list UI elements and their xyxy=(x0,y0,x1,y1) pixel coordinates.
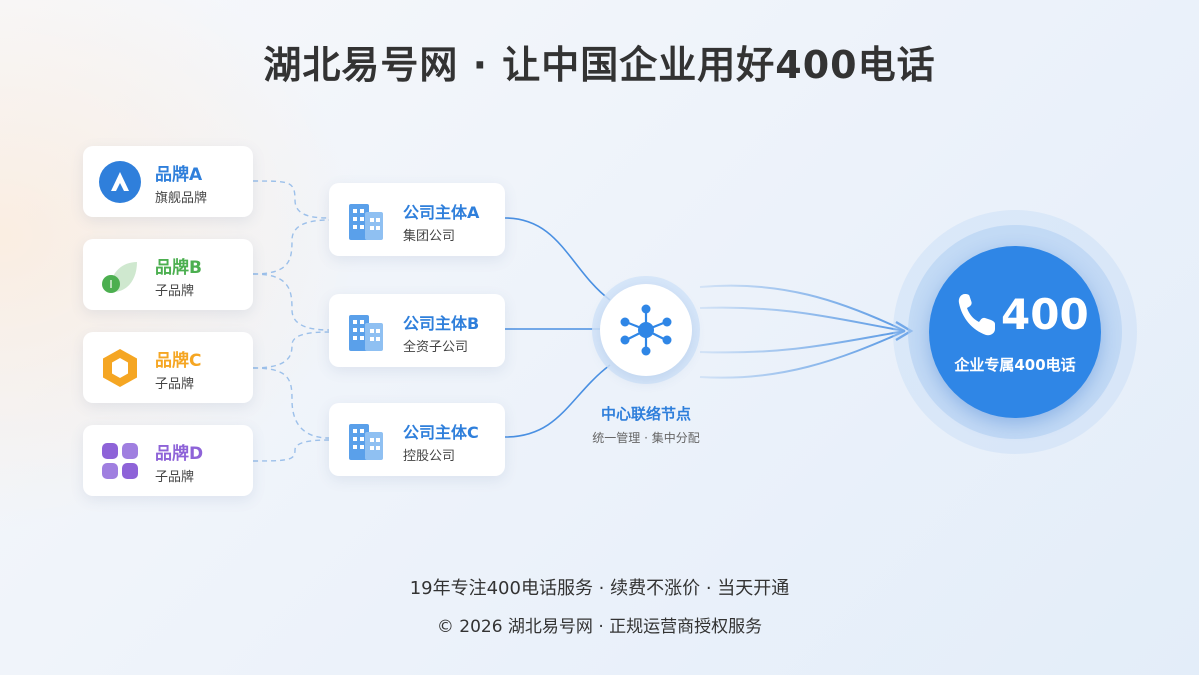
link-brand-d xyxy=(252,439,330,462)
link-brand-b-b xyxy=(252,273,330,331)
brand-card-d[interactable]: 品牌D 子品牌 xyxy=(83,425,253,496)
brand-company-links xyxy=(252,180,330,462)
hub-subtitle: 统一管理 · 集中分配 xyxy=(592,431,700,445)
building-icon xyxy=(349,315,383,351)
brand-subtitle: 旗舰品牌 xyxy=(155,191,208,206)
company-card-c[interactable]: 公司主体C 控股公司 xyxy=(329,403,505,476)
building-icon xyxy=(349,424,383,460)
company-hub-links xyxy=(504,217,611,438)
brand-name: 品牌B xyxy=(155,258,202,278)
phone-400-badge[interactable]: 400 企业专属400电话 xyxy=(929,246,1101,418)
company-subtitle: 全资子公司 xyxy=(403,340,469,355)
brand-subtitle: 子品牌 xyxy=(155,470,195,485)
brand-subtitle: 子品牌 xyxy=(155,284,195,299)
footer-tagline: 19年专注400电话服务 · 续费不涨价 · 当天开通 xyxy=(409,578,790,599)
hub-label: 中心联络节点 xyxy=(600,405,691,423)
link-brand-b-a xyxy=(252,219,330,275)
hub-phone-links xyxy=(699,284,906,379)
phone-label: 企业专属400电话 xyxy=(954,356,1076,374)
leaf-icon xyxy=(102,262,137,293)
link-company-c-hub xyxy=(504,364,611,438)
company-card-a[interactable]: 公司主体A 集团公司 xyxy=(329,183,505,256)
company-subtitle: 集团公司 xyxy=(403,229,456,244)
grid-icon xyxy=(102,443,138,479)
link-brand-c-c xyxy=(252,367,330,439)
phone-icon xyxy=(958,294,995,336)
hexagon-icon xyxy=(103,349,137,387)
link-brand-c-b xyxy=(252,331,330,369)
company-subtitle: 控股公司 xyxy=(403,449,456,464)
link-brand-a xyxy=(252,180,330,219)
brand-card-c[interactable]: 品牌C 子品牌 xyxy=(83,332,253,403)
company-name: 公司主体B xyxy=(403,314,480,333)
company-name: 公司主体C xyxy=(403,423,479,442)
building-icon xyxy=(349,204,383,240)
a-logo-icon xyxy=(99,161,141,203)
page-title: 湖北易号网 · 让中国企业用好400电话 xyxy=(263,43,936,87)
phone-number: 400 xyxy=(1001,290,1089,339)
brand-card-b[interactable]: 品牌B 子品牌 xyxy=(83,239,253,310)
brand-name: 品牌D xyxy=(155,444,204,464)
brand-name: 品牌A xyxy=(155,165,203,185)
brand-subtitle: 子品牌 xyxy=(155,377,195,392)
company-name: 公司主体A xyxy=(403,203,480,222)
link-company-a-hub xyxy=(504,217,611,301)
company-card-b[interactable]: 公司主体B 全资子公司 xyxy=(329,294,505,367)
hub-node[interactable] xyxy=(600,284,692,376)
network-icon xyxy=(620,304,672,356)
footer-copyright: © 2026 湖北易号网 · 正规运营商授权服务 xyxy=(436,617,763,637)
brand-name: 品牌C xyxy=(155,351,202,371)
brand-card-a[interactable]: 品牌A 旗舰品牌 xyxy=(83,146,253,217)
